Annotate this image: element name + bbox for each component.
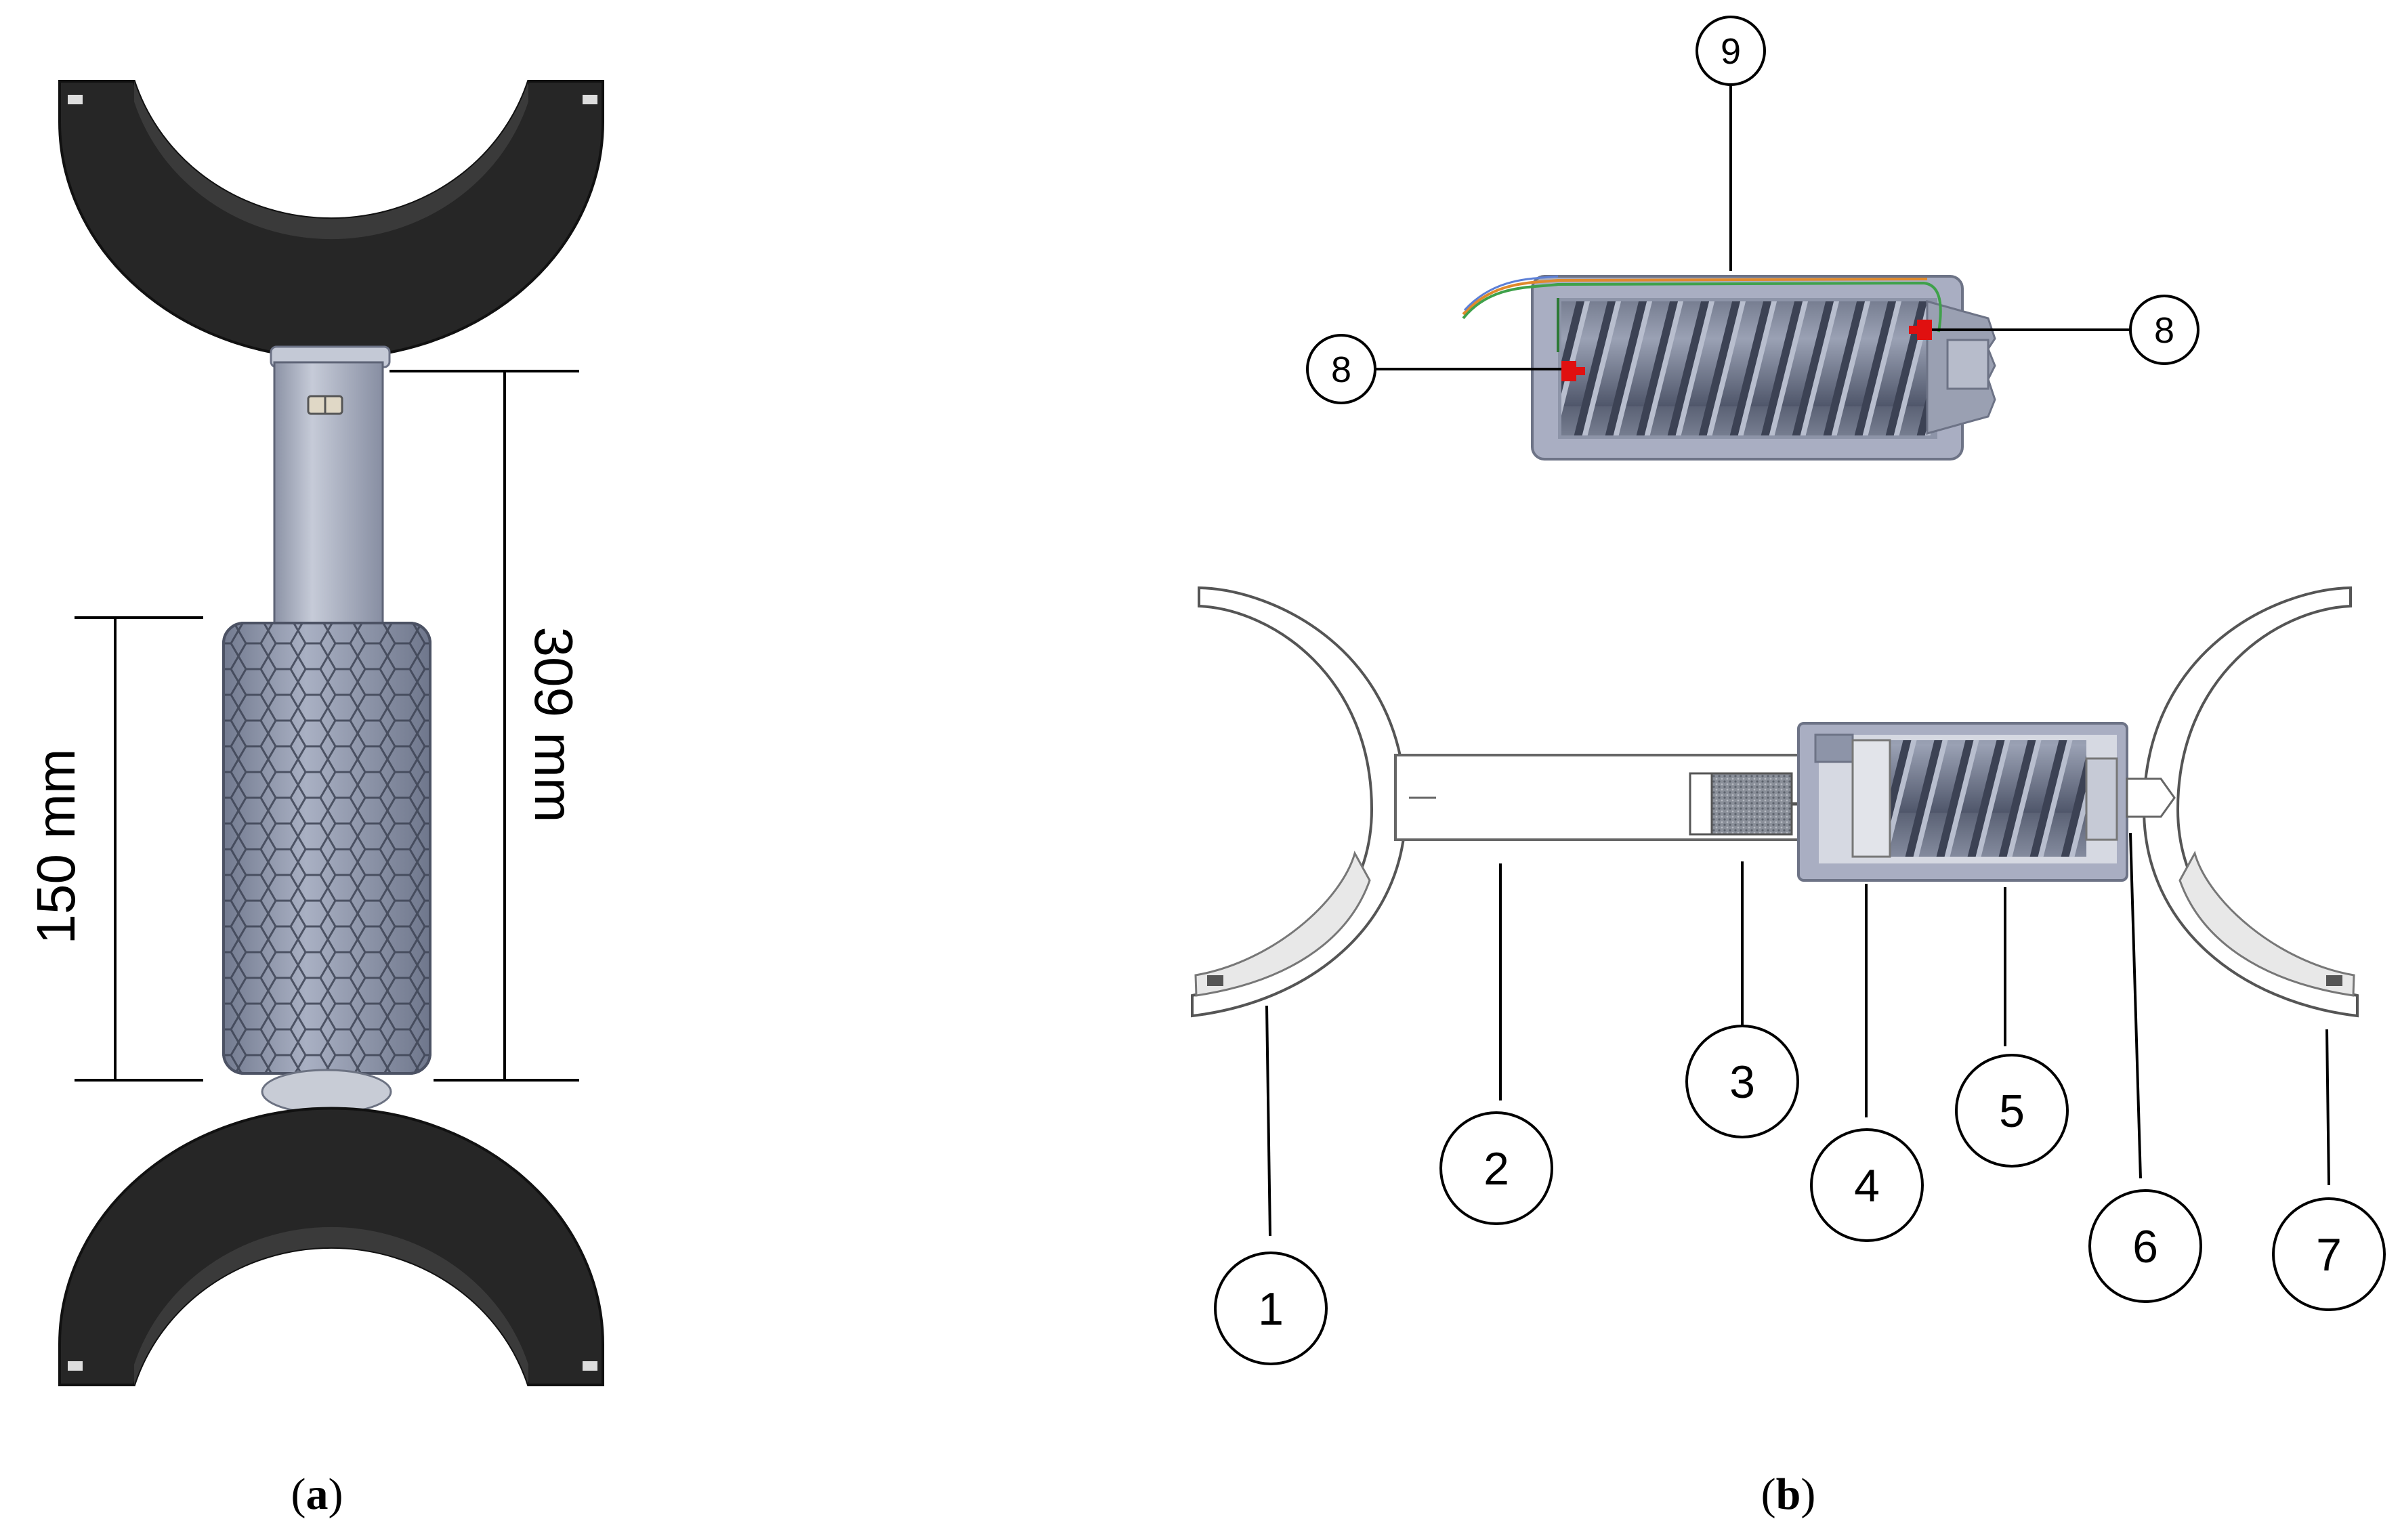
dim-total-label: 309 mm	[524, 627, 584, 823]
callouts	[1214, 16, 2386, 1365]
callout-9: 9	[1721, 31, 1741, 72]
dimension-150	[75, 616, 203, 1082]
callout-4: 4	[1854, 1160, 1880, 1212]
callout-5: 5	[1999, 1086, 2025, 1137]
callout-6: 6	[2132, 1221, 2158, 1272]
dimension-309	[390, 370, 579, 1082]
panel-b-module	[1375, 66, 2130, 461]
caption-a: (a)	[291, 1470, 343, 1519]
sensor-right	[1917, 320, 1932, 340]
callout-8-left: 8	[1331, 349, 1351, 390]
assembly-screw	[1856, 740, 2086, 857]
callout-1: 1	[1258, 1283, 1284, 1335]
module-screw	[1561, 301, 1931, 435]
damper	[1709, 772, 1793, 836]
sensor-left	[1561, 361, 1576, 381]
callout-7: 7	[2316, 1229, 2342, 1281]
panel-a: 309 mm 150 mm (a)	[26, 80, 604, 1519]
callout-3: 3	[1729, 1056, 1755, 1108]
panel-b-assembly	[1191, 586, 2359, 1237]
callout-8-right: 8	[2154, 310, 2174, 351]
caption-b: (b)	[1761, 1470, 1816, 1519]
dim-grip-label: 150 mm	[26, 749, 86, 945]
callout-2: 2	[1483, 1143, 1509, 1195]
